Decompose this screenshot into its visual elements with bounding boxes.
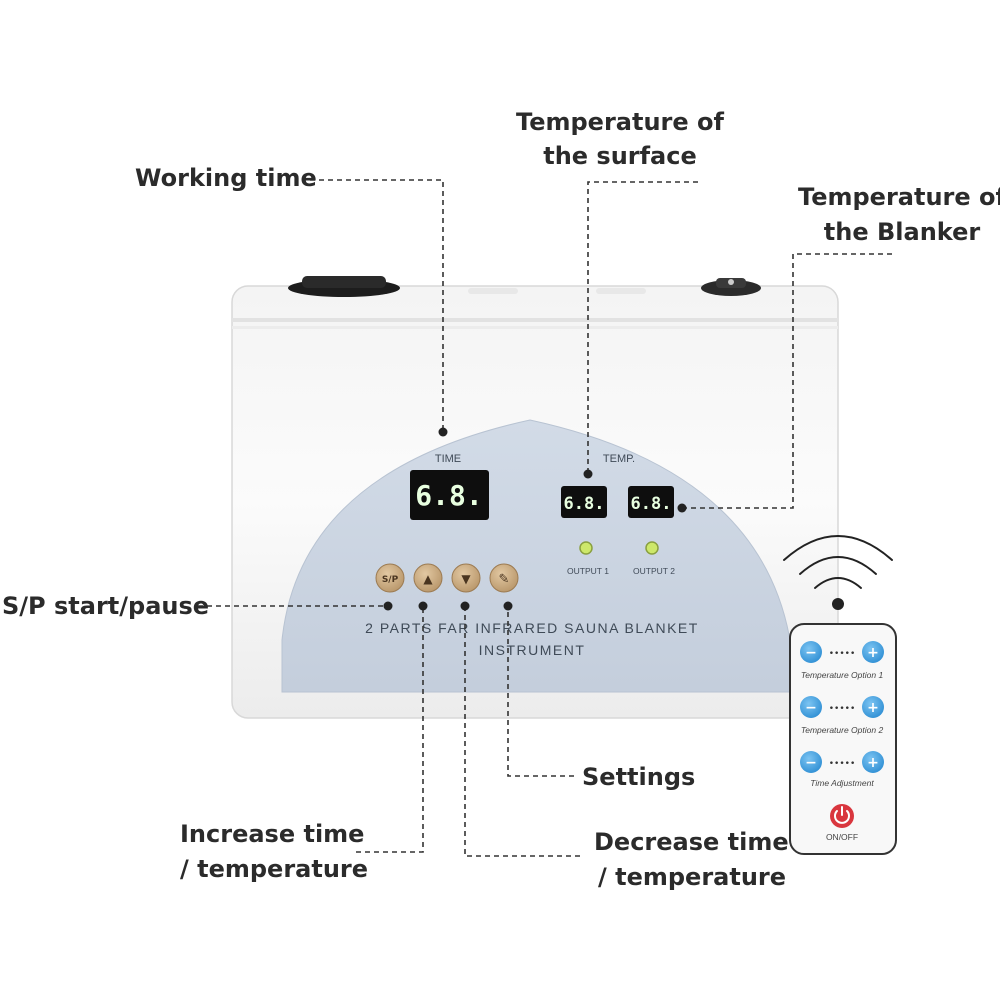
remote-temp2-plus-button[interactable] [862, 696, 884, 718]
callout-settings: Settings [582, 763, 695, 791]
device-title-line2: INSTRUMENT [479, 642, 586, 658]
remote-temp1-plus-button[interactable] [862, 641, 884, 663]
leader-lines [198, 179, 892, 857]
time-display [410, 470, 489, 520]
svg-text:−: − [805, 700, 817, 716]
remote-option1-label: Temperature Option 1 [801, 670, 884, 680]
time-label: TIME [435, 453, 461, 465]
remote-power-label: ON/OFF [826, 832, 858, 842]
remote-temp1-minus-button[interactable] [800, 641, 822, 663]
callout-decrease-2: / temperature [598, 863, 786, 891]
wrench-icon: ✎ [499, 572, 510, 587]
output2-display [628, 486, 674, 518]
remote-time-adjust-label: Time Adjustment [810, 778, 874, 788]
time-display-value: 6.8. [415, 479, 482, 512]
remote-option2-label: Temperature Option 2 [801, 725, 884, 735]
svg-text:▲: ▲ [423, 572, 433, 586]
output1-display-value: 6.8. [564, 494, 605, 514]
callout-working-time: Working time [135, 164, 317, 192]
callout-temp-blanket-1: Temperature of [798, 183, 1000, 211]
callout-temp-blanket-2: the Blanker [824, 218, 981, 246]
callout-decrease-1: Decrease time [594, 828, 789, 856]
power-icon [834, 810, 850, 824]
increase-button[interactable]: ▲ [413, 563, 443, 593]
remote-control: − ••••• + Temperature Option 1 − ••••• +… [789, 623, 897, 855]
callouts: Working time Temperature of the surface … [2, 108, 1000, 891]
svg-text:−: − [805, 645, 817, 661]
device-title-line1: 2 PARTS FAR INFRARED SAUNA BLANKET [365, 620, 699, 636]
svg-text:▼: ▼ [461, 572, 471, 586]
temp-label: TEMP. [603, 453, 635, 465]
output2-label: OUTPUT 2 [633, 566, 675, 576]
svg-text:+: + [867, 700, 879, 716]
sp-button[interactable]: S/P [375, 563, 405, 593]
settings-button[interactable]: ✎ [489, 563, 519, 593]
callout-increase-2: / temperature [180, 855, 368, 883]
svg-text:S/P: S/P [382, 575, 399, 585]
remote-dots: ••••• [829, 649, 856, 659]
remote-power-button[interactable] [830, 804, 854, 828]
svg-text:−: − [805, 755, 817, 771]
remote-dots: ••••• [829, 704, 856, 714]
remote-time-minus-button[interactable] [800, 751, 822, 773]
signal-waves-icon [783, 535, 893, 610]
output2-display-value: 6.8. [631, 494, 672, 514]
output1-label: OUTPUT 1 [567, 566, 609, 576]
callout-sp-start-pause: S/P start/pause [2, 592, 209, 620]
remote-temp2-minus-button[interactable] [800, 696, 822, 718]
control-panel: TIME TEMP. 6.8. 6.8. 6.8. OUTPUT 1 OUTPU… [281, 419, 791, 693]
output2-led-icon [645, 541, 659, 555]
svg-text:+: + [867, 755, 879, 771]
output1-led-icon [579, 541, 593, 555]
remote-time-plus-button[interactable] [862, 751, 884, 773]
callout-temp-surface-2: the surface [543, 142, 697, 170]
callout-increase-1: Increase time [180, 820, 364, 848]
decrease-button[interactable]: ▼ [451, 563, 481, 593]
callout-temp-surface-1: Temperature of [516, 108, 724, 136]
svg-text:+: + [867, 645, 879, 661]
remote-dots: ••••• [829, 759, 856, 769]
output1-display [561, 486, 607, 518]
